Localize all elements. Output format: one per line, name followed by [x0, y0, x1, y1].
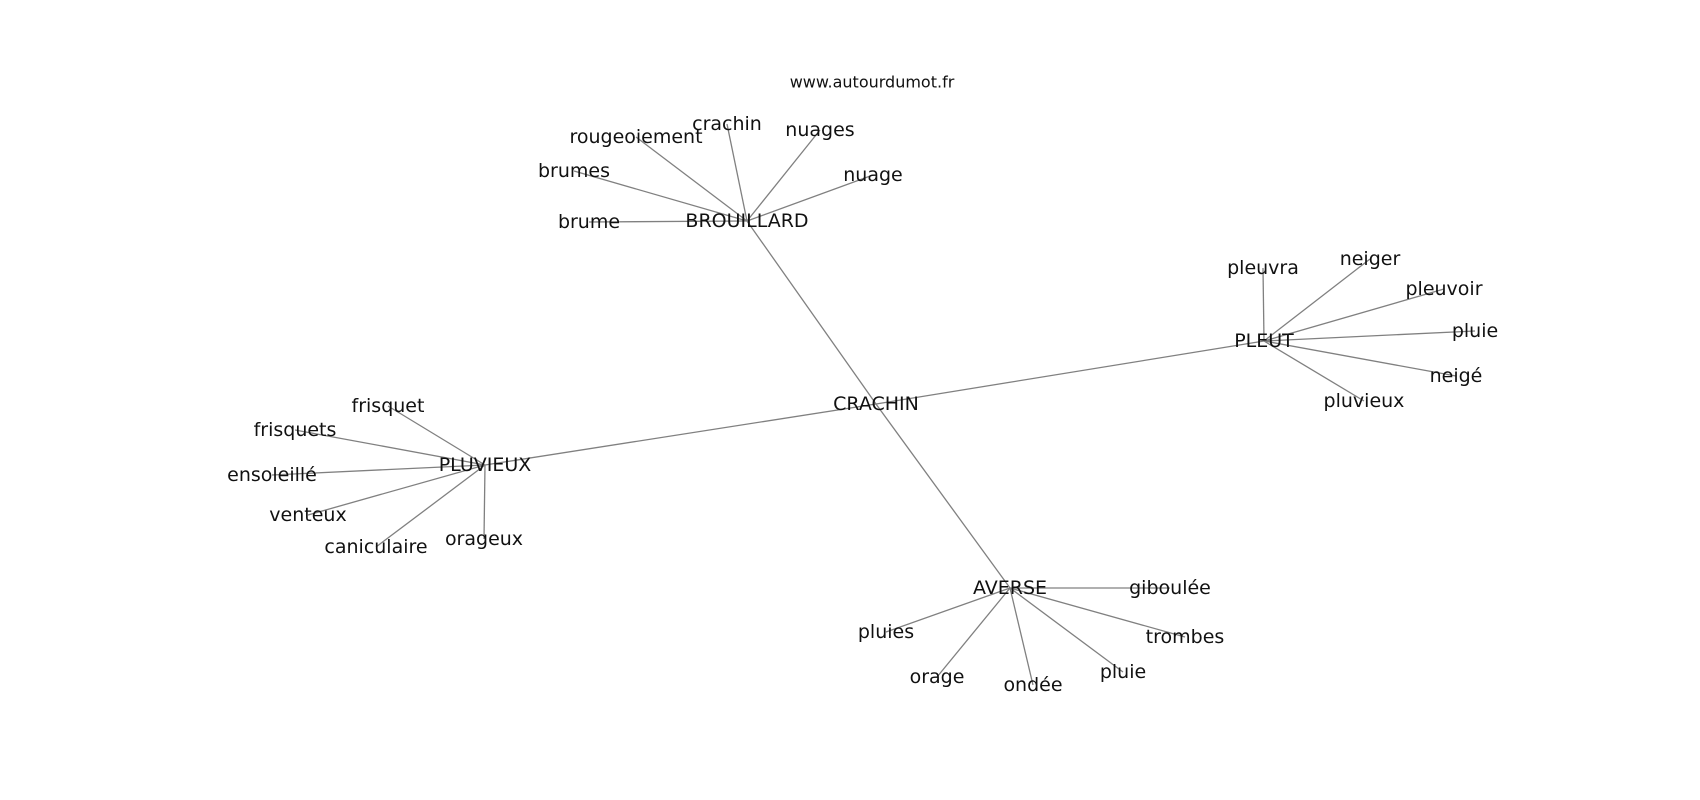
edge-center-pluvieux: [484, 403, 877, 466]
hub-node-label: AVERSE: [973, 577, 1047, 599]
edge-pluvieux-leaf: [387, 405, 486, 466]
leaf-node-label: orage: [910, 666, 965, 688]
edge-pleut-leaf: [1263, 340, 1457, 377]
leaf-node-label: pluie: [1452, 320, 1498, 342]
edge-center-pleut: [875, 340, 1265, 405]
leaf-node-label: giboulée: [1129, 577, 1211, 599]
hub-node-label: BROUILLARD: [685, 210, 808, 232]
edge-pleut-leaf: [1263, 330, 1476, 342]
center-node-label: CRACHIN: [833, 393, 919, 415]
leaf-node-label: crachin: [692, 113, 762, 135]
leaf-node-label: rougeoiement: [569, 126, 702, 148]
edge-pleut-leaf: [1262, 267, 1265, 342]
leaf-node-label: pluies: [858, 621, 914, 643]
edge-brouillard-leaf: [573, 170, 748, 222]
edge-averse-leaf: [885, 587, 1011, 633]
hub-node-label: PLUVIEUX: [439, 454, 532, 476]
edge-pleut-leaf: [1263, 258, 1371, 342]
edge-brouillard-leaf: [635, 136, 748, 222]
graph-edges: [271, 123, 1476, 686]
leaf-node-label: nuage: [843, 164, 902, 186]
edge-averse-leaf: [936, 587, 1011, 678]
hub-node-label: PLEUT: [1234, 330, 1294, 352]
leaf-node-label: venteux: [269, 504, 346, 526]
edge-pluvieux-leaf: [375, 464, 486, 548]
leaf-node-label: nuages: [785, 119, 854, 141]
edge-pluvieux-leaf: [483, 464, 486, 540]
edge-pluvieux-leaf: [271, 464, 486, 476]
edge-pluvieux-leaf: [307, 464, 486, 516]
edge-averse-leaf: [1009, 587, 1186, 638]
edge-brouillard-leaf: [588, 220, 748, 223]
leaf-node-label: pleuvra: [1227, 257, 1299, 279]
edge-pleut-leaf: [1263, 288, 1445, 342]
leaf-node-label: orageux: [445, 528, 523, 550]
edge-brouillard-leaf: [746, 174, 874, 222]
edge-averse-leaf: [1009, 587, 1124, 673]
edge-center-averse: [875, 403, 1011, 589]
edge-brouillard-leaf: [726, 123, 748, 222]
edge-center-brouillard: [746, 220, 877, 405]
edge-pluvieux-leaf: [294, 429, 486, 466]
edge-pleut-leaf: [1263, 340, 1365, 402]
leaf-node-label: pleuvoir: [1405, 278, 1482, 300]
edge-averse-leaf: [1009, 587, 1034, 686]
leaf-node-label: frisquets: [254, 419, 337, 441]
leaf-node-label: brume: [558, 211, 620, 233]
leaf-node-label: ensoleillé: [227, 464, 317, 486]
leaf-node-label: caniculaire: [324, 536, 427, 558]
edge-brouillard-leaf: [746, 129, 821, 222]
leaf-node-label: ondée: [1003, 674, 1062, 696]
leaf-node-label: pluie: [1100, 661, 1146, 683]
leaf-node-label: frisquet: [352, 395, 425, 417]
leaf-node-label: neiger: [1340, 248, 1401, 270]
leaf-node-label: trombes: [1146, 626, 1225, 648]
leaf-node-label: pluvieux: [1324, 390, 1405, 412]
watermark-text: www.autourdumot.fr: [790, 73, 955, 92]
leaf-node-label: neigé: [1430, 365, 1483, 387]
leaf-node-label: brumes: [538, 160, 610, 182]
